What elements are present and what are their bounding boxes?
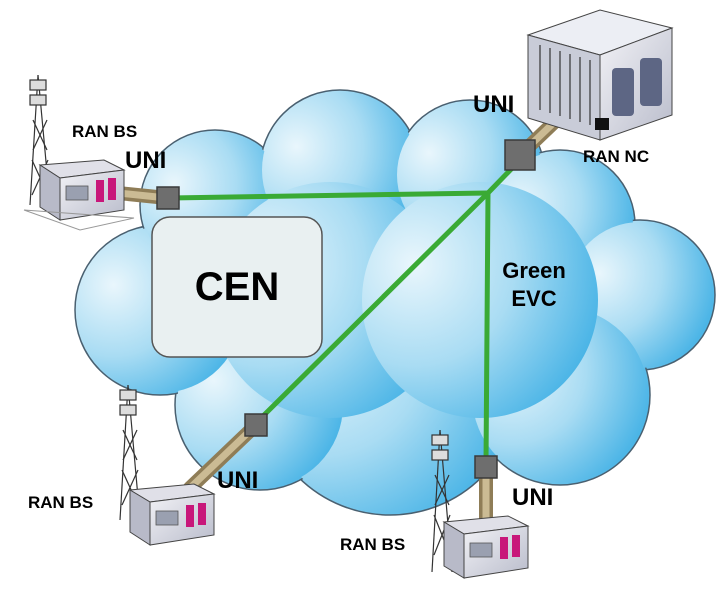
evc-link-top-left xyxy=(167,190,491,201)
green-evc-label: Green EVC xyxy=(502,258,566,311)
evc-label-line2: EVC xyxy=(511,286,556,311)
uni-box-bottom-left xyxy=(244,413,268,437)
ran-nc-top-right: RAN NC UNI xyxy=(473,9,674,166)
evc-link-bottom-left xyxy=(253,190,491,426)
uni-box-bottom-right xyxy=(474,455,498,479)
uni-bottom-right-label: UNI xyxy=(512,484,553,511)
uni-boxes xyxy=(156,139,536,479)
base-station-icon xyxy=(442,515,530,579)
server-icon xyxy=(526,9,674,141)
base-station-icon xyxy=(23,159,135,231)
cen-label: CEN xyxy=(195,265,279,309)
evc-link-bottom-right xyxy=(483,190,491,467)
uni-nc-label: UNI xyxy=(473,91,514,118)
evc-label-line1: Green xyxy=(502,258,566,283)
ran-bs-bottom-right: RAN BS UNI xyxy=(340,429,553,579)
uni-box-nc xyxy=(504,139,536,171)
cen-box: CEN xyxy=(151,216,323,358)
ran-nc-label: RAN NC xyxy=(583,147,649,166)
ran-bs-bottom-right-label: RAN BS xyxy=(340,535,405,554)
ran-bs-top-left-label: RAN BS xyxy=(72,122,137,141)
uni-bottom-left-label: UNI xyxy=(217,467,258,494)
ran-bs-bottom-left-label: RAN BS xyxy=(28,493,93,512)
ran-bs-bottom-left: RAN BS UNI xyxy=(28,384,258,546)
uni-top-left-label: UNI xyxy=(125,147,166,174)
base-station-icon xyxy=(128,483,216,546)
uni-box-top-left xyxy=(156,186,180,210)
ran-bs-top-left: RAN BS UNI xyxy=(23,74,166,231)
